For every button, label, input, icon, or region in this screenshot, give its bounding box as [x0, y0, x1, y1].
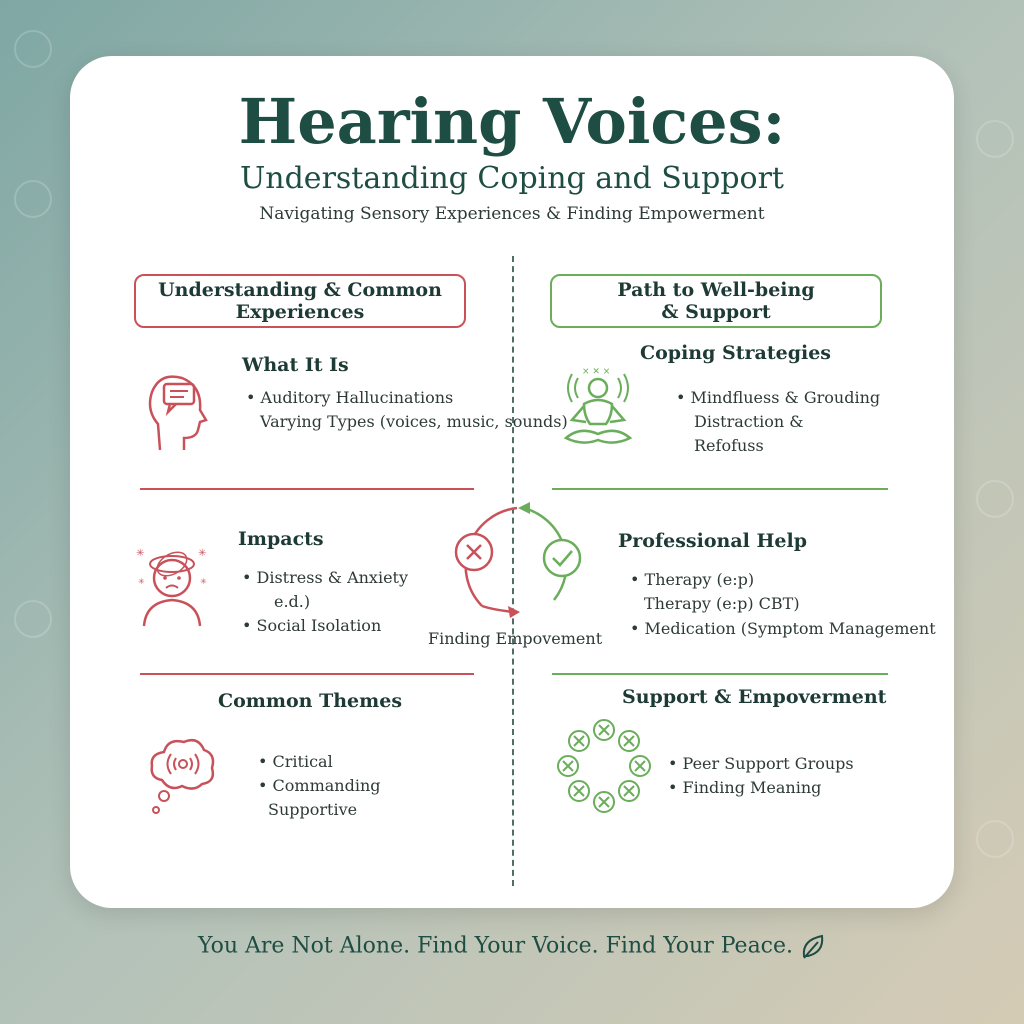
- support-bullet: • Peer Support Groups: [668, 754, 854, 773]
- support-title: Support & Empoverment: [622, 686, 887, 708]
- background-decor-icon: [976, 820, 1014, 858]
- svg-text:✳: ✳: [200, 577, 207, 586]
- page-subtitle: Understanding Coping and Support: [240, 161, 784, 196]
- distressed-person-icon: ✳ ✳ ✳ ✳: [136, 548, 207, 627]
- left-separator-1: [140, 488, 474, 490]
- right-separator-1: [552, 488, 888, 490]
- center-cycle-diagram: [454, 502, 582, 618]
- impacts-bullet: • Distress & Anxiety: [242, 568, 408, 587]
- infographic-card: Hearing Voices: Understanding Coping and…: [70, 56, 954, 908]
- people-circle-icon: [557, 719, 651, 813]
- professional-bullet: Therapy (e:p) CBT): [644, 594, 800, 613]
- impacts-bullet: • Social Isolation: [242, 616, 382, 635]
- center-divider: [512, 256, 514, 886]
- svg-text:✳: ✳: [138, 577, 145, 586]
- leaf-icon: [802, 934, 824, 959]
- themes-bullet: Supportive: [268, 800, 358, 819]
- page-title: Hearing Voices:: [238, 85, 786, 158]
- what-it-is-bullet: • Auditory Hallucinations: [246, 388, 454, 407]
- professional-help-title: Professional Help: [618, 530, 808, 552]
- coping-bullet: • Mindfluess & Grouding: [676, 388, 881, 407]
- svg-text:✳: ✳: [198, 548, 206, 559]
- footer-text: You Are Not Alone. Find Your Voice. Find…: [197, 933, 794, 959]
- thought-cloud-icon: [150, 739, 215, 814]
- impacts-title: Impacts: [238, 528, 324, 550]
- left-column-header: Understanding & Common Experiences: [134, 274, 466, 328]
- themes-bullet: • Critical: [258, 752, 333, 771]
- center-cycle-label: Finding Empovement: [428, 629, 603, 648]
- page-tagline: Navigating Sensory Experiences & Finding…: [259, 204, 765, 224]
- professional-bullet: • Therapy (e:p): [630, 570, 755, 589]
- support-bullet: • Finding Meaning: [668, 778, 822, 797]
- what-it-is-title: What It Is: [242, 354, 349, 376]
- coping-bullet: Refofuss: [694, 436, 764, 455]
- meditation-icon: × ✕ ×: [563, 367, 633, 444]
- themes-bullet: • Commanding: [258, 776, 381, 795]
- right-column-header: Path to Well-being & Support: [550, 274, 882, 328]
- coping-strategies-title: Coping Strategies: [640, 342, 831, 364]
- right-separator-2: [552, 673, 888, 675]
- common-themes-title: Common Themes: [218, 690, 403, 712]
- background-decor-icon: [976, 480, 1014, 518]
- background-decor-icon: [14, 30, 52, 68]
- left-column-header-label: Understanding & Common Experiences: [158, 279, 442, 323]
- left-separator-2: [140, 673, 474, 675]
- check-circle-icon: [542, 538, 582, 578]
- footer-message: You Are Not Alone. Find Your Voice. Find…: [0, 932, 1024, 960]
- svg-text:× ✕ ×: × ✕ ×: [582, 367, 610, 377]
- what-it-is-bullet: Varying Types (voices, music, sounds): [260, 412, 568, 431]
- background-decor-icon: [14, 600, 52, 638]
- professional-bullet: • Medication (Symptom Management: [630, 619, 936, 638]
- impacts-bullet: e.d.): [274, 592, 311, 611]
- background-decor-icon: [976, 120, 1014, 158]
- coping-bullet: Distraction &: [694, 412, 804, 431]
- right-column-header-label: Path to Well-being & Support: [617, 279, 815, 323]
- svg-text:✳: ✳: [136, 548, 144, 559]
- head-speech-icon: [148, 375, 208, 451]
- background-decor-icon: [14, 180, 52, 218]
